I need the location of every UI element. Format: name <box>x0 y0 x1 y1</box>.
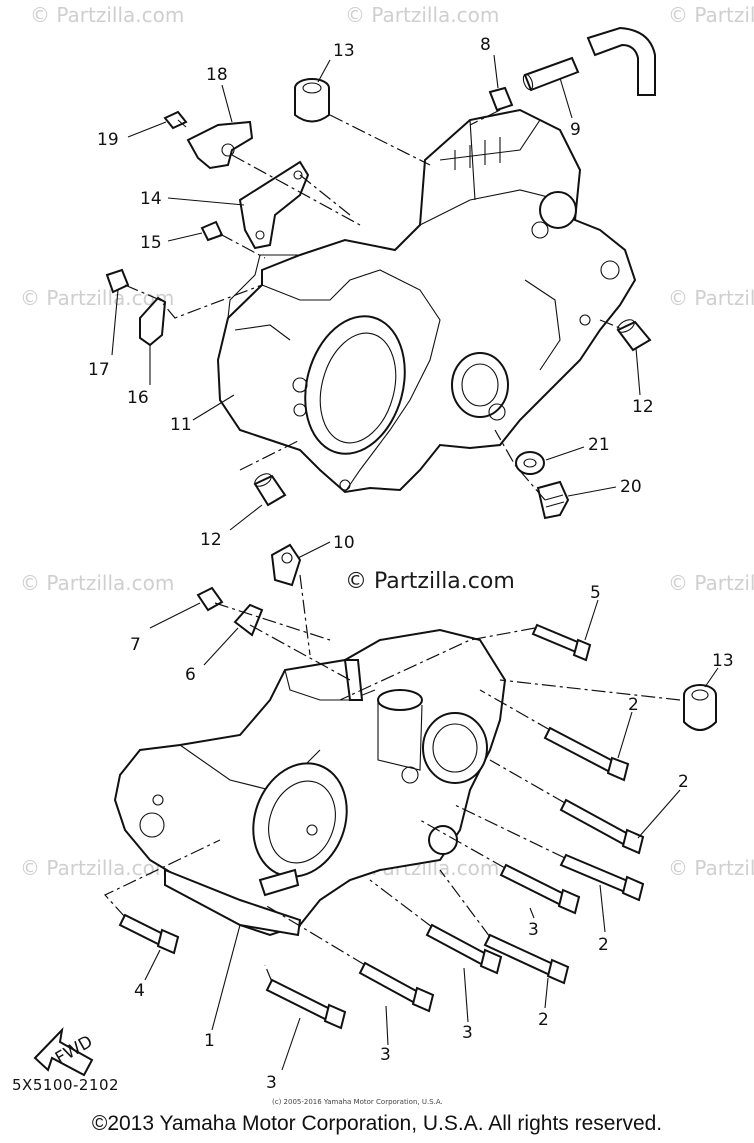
watermark: © Partzilla.com <box>668 571 754 595</box>
callout-18: 18 <box>206 65 228 85</box>
bolt-3-b <box>425 923 503 975</box>
bracket-18 <box>186 120 254 170</box>
callout-11: 11 <box>170 415 192 435</box>
pipe-9 <box>522 56 580 92</box>
callout-1: 1 <box>204 1031 215 1051</box>
callout-20: 20 <box>620 477 642 497</box>
bolt-17 <box>105 268 130 294</box>
callout-6: 6 <box>185 665 196 685</box>
center-watermark: © Partzilla.com <box>345 569 515 594</box>
bolt-3-a <box>499 863 581 915</box>
assembly-lines <box>104 109 681 983</box>
callout-14: 14 <box>140 189 162 209</box>
callout-labels: 13 8 9 18 19 14 15 17 16 11 12 21 20 12 … <box>88 35 734 1093</box>
exploded-view-drawing: © Partzilla.com © Partzilla.com © Partzi… <box>12 3 754 1106</box>
callout-5: 5 <box>590 583 601 603</box>
bolt-3-c <box>358 961 435 1013</box>
drain-plug-20 <box>536 480 570 520</box>
bolt-5 <box>531 623 592 662</box>
callout-3: 3 <box>462 1023 473 1043</box>
collar-13-lower <box>683 684 717 731</box>
callout-3: 3 <box>528 920 539 940</box>
callout-15: 15 <box>140 233 162 253</box>
diagram-code: 5X5100-2102 <box>12 1076 119 1094</box>
dowel-12-right <box>616 319 652 352</box>
callout-12: 12 <box>200 530 222 550</box>
collar-13-upper <box>294 78 330 123</box>
watermark: © Partzilla.com <box>30 3 184 27</box>
screw-19 <box>163 110 188 130</box>
callout-2: 2 <box>678 772 689 792</box>
screw-7 <box>196 586 224 612</box>
callout-13: 13 <box>712 651 734 671</box>
watermark: © Partzilla.com <box>20 286 174 310</box>
clip-16 <box>139 296 167 347</box>
bracket-10 <box>270 543 302 587</box>
hose-elbow <box>586 26 656 96</box>
gasket-21 <box>515 451 545 475</box>
callout-2: 2 <box>598 935 609 955</box>
callout-21: 21 <box>588 435 610 455</box>
callout-3: 3 <box>266 1073 277 1093</box>
bolt-3-d <box>265 978 347 1030</box>
bolt-2-c <box>559 853 645 902</box>
watermark: © Partzilla.com <box>345 3 499 27</box>
callout-8: 8 <box>480 35 491 55</box>
watermark: © Partzilla.com <box>668 856 754 880</box>
bolt-2-d <box>483 933 570 985</box>
screw-15 <box>200 220 224 242</box>
callout-9: 9 <box>570 120 581 140</box>
callout-13: 13 <box>333 41 355 61</box>
callout-10: 10 <box>333 533 355 553</box>
watermark: © Partzilla.com <box>668 3 754 27</box>
callout-2: 2 <box>538 1010 549 1030</box>
callout-3: 3 <box>380 1045 391 1065</box>
callout-7: 7 <box>130 635 141 655</box>
watermark: © Partzilla.com <box>668 286 754 310</box>
callout-12: 12 <box>632 397 654 417</box>
bolt-2-b <box>559 798 645 855</box>
crankcase-left-half <box>216 108 637 494</box>
bolt-4 <box>118 913 180 955</box>
footer-copyright: ©2013 Yamaha Motor Corporation, U.S.A. A… <box>91 1112 663 1135</box>
callout-4: 4 <box>134 981 145 1001</box>
watermark: © Partzilla.com <box>20 571 174 595</box>
clamp-6 <box>233 603 264 637</box>
plate-14 <box>238 160 310 250</box>
crankcase-right-half <box>113 628 507 937</box>
callout-16: 16 <box>127 388 149 408</box>
leader-lines <box>111 54 719 1071</box>
callout-19: 19 <box>97 130 119 150</box>
fwd-arrow: FWD <box>33 1026 96 1077</box>
watermark: © Partzilla.com <box>20 856 174 880</box>
callout-17: 17 <box>88 360 110 380</box>
dowel-12-left <box>253 473 287 507</box>
callout-2: 2 <box>628 695 639 715</box>
small-copyright: (c) 2005-2016 Yamaha Motor Corporation, … <box>272 1098 443 1106</box>
dowel-pin-8 <box>488 86 514 112</box>
bolt-2-a <box>543 726 630 782</box>
